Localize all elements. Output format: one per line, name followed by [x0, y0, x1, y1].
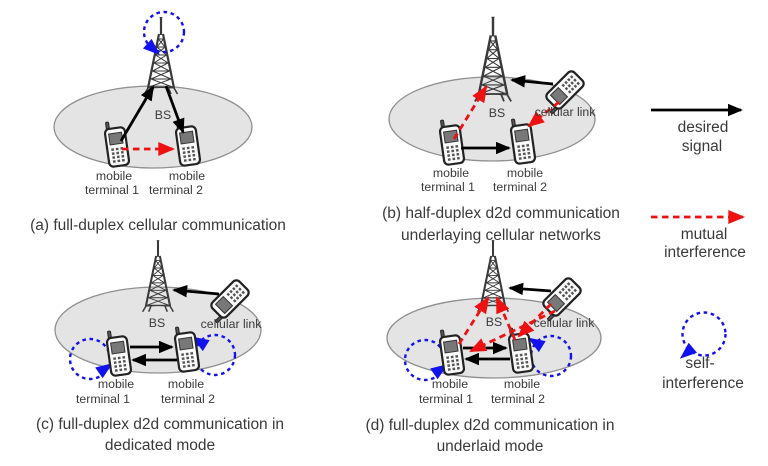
desired-signal-arrow — [164, 85, 185, 134]
self-interference-loop-icon — [142, 10, 186, 54]
terminal2-label: terminal 2 — [491, 392, 545, 406]
terminal2-label: mobile — [507, 166, 543, 180]
desired-signal-arrow — [172, 284, 220, 298]
panel-d-caption: (d) full-duplex d2d communication in — [366, 417, 615, 434]
cellular-link-label: cellular link — [535, 105, 597, 119]
cell-ellipse — [54, 286, 262, 374]
mutual-interference-arrow — [457, 296, 490, 345]
legend-self-interference-loop-icon — [681, 311, 727, 357]
bs-label: BS — [149, 316, 165, 330]
bs-tower-icon — [476, 239, 510, 313]
terminal1-label: mobile — [433, 166, 469, 180]
panel-c-caption: dedicated mode — [105, 437, 215, 454]
desired-signal-arrow — [510, 75, 554, 88]
self-interference-loop-icon — [193, 333, 237, 377]
legend-mutual-label: mutual — [681, 226, 728, 243]
cell-ellipse — [53, 85, 253, 169]
panel-c-caption: (c) full-duplex d2d communication in — [36, 416, 284, 433]
self-interference-loop-icon — [529, 334, 573, 378]
terminal1-label: terminal 1 — [419, 392, 473, 406]
desired-signal-arrow — [508, 282, 552, 296]
panel-d: BS cellular link mobile terminal 1 mobil… — [366, 239, 615, 455]
panel-c: BS cellular link mobile terminal 1 mobil… — [36, 239, 284, 454]
terminal1-label: mobile — [98, 377, 134, 391]
terminal2-label: mobile — [504, 377, 540, 391]
bs-tower-icon — [141, 239, 175, 313]
terminal1-label: mobile — [96, 169, 132, 183]
terminal2-label: terminal 2 — [493, 180, 547, 194]
panel-b-caption: underlaying cellular networks — [401, 227, 601, 244]
mutual-interference-arrow — [517, 303, 552, 338]
legend-mutual-label: interference — [664, 244, 746, 261]
bs-tower-icon — [473, 15, 513, 103]
bs-tower-icon — [143, 15, 179, 96]
terminal2-label: terminal 2 — [161, 392, 215, 406]
legend-self-label: interference — [662, 375, 744, 392]
cellular-link-label: cellular link — [201, 317, 263, 331]
legend-self-label: self- — [685, 355, 714, 372]
cellular-link-label: cellular link — [534, 316, 596, 330]
mutual-interference-arrow — [469, 309, 556, 353]
bs-label: BS — [155, 108, 171, 122]
legend-desired-label: signal — [682, 138, 723, 155]
mutual-interference-arrow — [527, 100, 560, 128]
terminal2-label: mobile — [169, 169, 205, 183]
terminal2-label: mobile — [168, 377, 204, 391]
legend-desired-label: desired — [678, 119, 729, 136]
bs-label: BS — [486, 315, 502, 329]
terminal2-label: terminal 2 — [149, 183, 203, 197]
bs-label: BS — [489, 106, 505, 120]
desired-signal-arrow — [119, 85, 155, 142]
mutual-interference-arrow — [495, 296, 517, 341]
terminal1-label: terminal 1 — [85, 183, 139, 197]
panel-a: BS mobile terminal 1 mobile terminal 2 (… — [30, 10, 286, 234]
terminal1-label: mobile — [432, 377, 468, 391]
terminal1-label: terminal 1 — [76, 392, 130, 406]
panel-b: BS cellular link mobile terminal 1 mobil… — [382, 15, 620, 244]
panel-d-caption: underlaid mode — [437, 438, 544, 455]
panel-b-caption: (b) half-duplex d2d communication — [382, 205, 620, 222]
legend: desired signal mutual interference self-… — [651, 103, 746, 392]
terminal1-label: terminal 1 — [421, 180, 475, 194]
panel-a-caption: (a) full-duplex cellular communication — [30, 217, 286, 234]
